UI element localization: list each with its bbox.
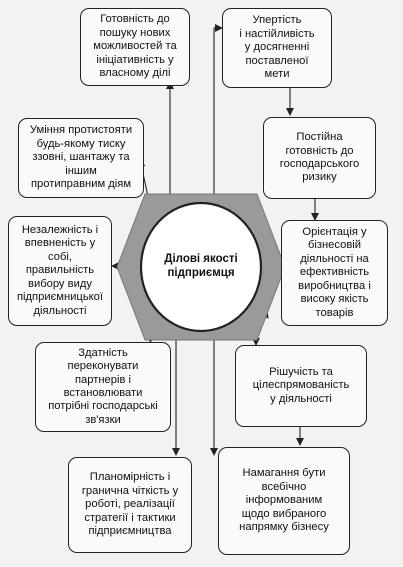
quality-box-orientation: Орієнтація у бізнесовій діяльності на еф… — [281, 220, 388, 326]
connector-to-persistence — [213, 24, 223, 208]
quality-box-planning: Планомірність і гранична чіткість у робо… — [68, 457, 192, 553]
center-hexagon — [117, 193, 285, 341]
center-title: Ділові якості підприємця — [164, 253, 238, 279]
quality-box-resistance: Уміння протистояти будь-якому тиску ззов… — [18, 118, 144, 198]
quality-box-persuasion: Здатність переконувати партнерів і встан… — [35, 342, 171, 432]
quality-box-decisiveness: Рішучість та цілеспрямованість у діяльно… — [235, 345, 367, 427]
quality-box-initiative: Готовність до пошуку нових можливостей т… — [80, 8, 190, 86]
quality-box-persistence: Упертість і настійливість у досягненні п… — [222, 8, 332, 88]
quality-box-risk: Постійна готовність до господарського ри… — [263, 117, 376, 199]
quality-box-independence: Незалежність і впевненість у собі, прави… — [8, 216, 112, 326]
quality-box-information: Намагання бути всебічно інформованим щод… — [218, 447, 350, 555]
center-ellipse — [139, 201, 263, 333]
